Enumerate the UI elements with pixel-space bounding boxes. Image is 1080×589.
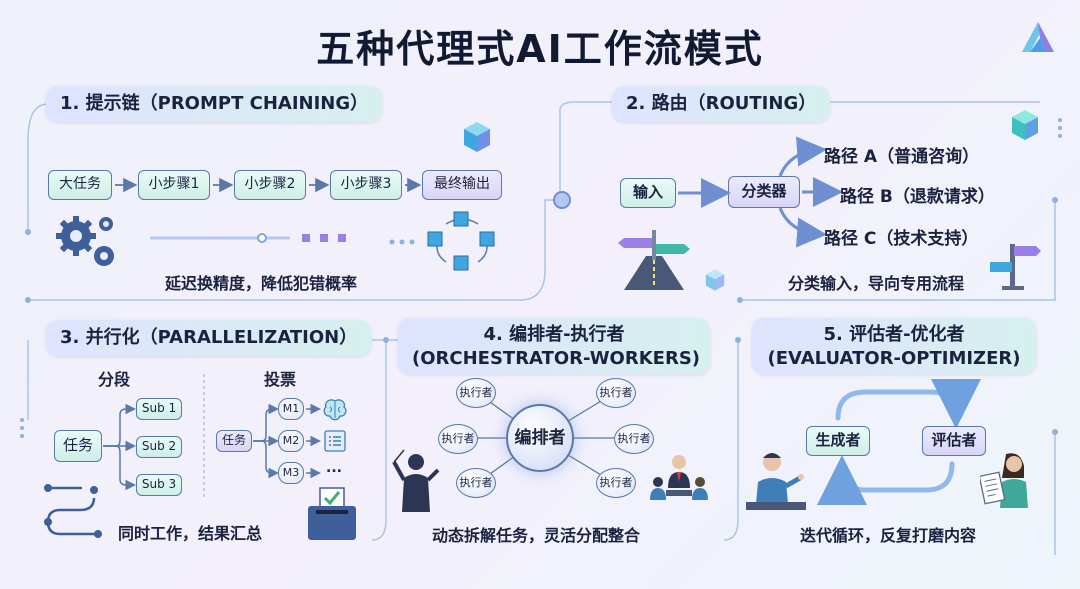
- signpost-icon: [990, 244, 1041, 290]
- chain-step-5: 最终输出: [422, 170, 502, 200]
- chain-step-4: 小步骤3: [330, 170, 402, 200]
- vote-task-box: 任务: [216, 430, 252, 452]
- vote-label: 投票: [264, 370, 297, 389]
- model-m2: M2: [278, 430, 304, 452]
- chain-step-1: 大任务: [48, 170, 112, 200]
- routing-input-box: 输入: [620, 178, 676, 208]
- section-title-routing: 2. 路由（ROUTING）: [612, 86, 831, 122]
- worker-node: 执行者: [596, 468, 636, 498]
- gem-cube-icon: [705, 269, 725, 291]
- writer-person-icon: [746, 453, 806, 510]
- route-b-label: 路径 B（退款请求）: [840, 187, 995, 207]
- gem-cube-icon: [1012, 110, 1038, 140]
- route-c-label: 路径 C（技术支持）: [824, 229, 979, 249]
- worker-node: 执行者: [438, 424, 478, 454]
- caption-orchestrator: 动态拆解任务，灵活分配整合: [432, 526, 641, 545]
- chain-step-3: 小步骤2: [234, 170, 306, 200]
- conductor-icon: [392, 449, 440, 512]
- more-models-ellipsis: ...: [326, 460, 342, 476]
- page-title: 五种代理式AI工作流模式: [316, 27, 764, 71]
- cycle-cubes-icon: [427, 211, 495, 271]
- section-title-orchestrator-line2: (ORCHESTRATOR-WORKERS): [412, 348, 701, 369]
- routing-classifier-box: 分类器: [728, 176, 800, 208]
- caption-parallelization: 同时工作，结果汇总: [118, 524, 263, 543]
- section-title-evaluator: 5. 评估者-优化者 (EVALUATOR-OPTIMIZER): [752, 318, 1036, 374]
- section-title-parallelization: 3. 并行化（PARALLELIZATION）: [46, 320, 372, 356]
- route-a-label: 路径 A（普通咨询）: [824, 147, 980, 167]
- model-m1: M1: [278, 398, 304, 420]
- checklist-icon: [324, 430, 346, 452]
- worker-node: 执行者: [614, 424, 654, 454]
- parallel-task-box: 任务: [54, 430, 102, 462]
- section-title-orchestrator-line1: 4. 编排者-执行者: [483, 324, 625, 345]
- gears-icon: [56, 216, 114, 266]
- caption-evaluator: 迭代循环，反复打磨内容: [800, 526, 977, 545]
- sub-task-2: Sub 2: [136, 436, 182, 458]
- worker-node: 执行者: [456, 378, 496, 408]
- gem-cube-icon: [464, 122, 490, 152]
- segment-label: 分段: [98, 370, 131, 389]
- brain-icon: [323, 399, 347, 421]
- flow-path-icon: [44, 484, 102, 538]
- ballot-box-icon: [308, 487, 356, 540]
- brand-logo-icon: [1022, 22, 1054, 52]
- section-title-orchestrator: 4. 编排者-执行者 (ORCHESTRATOR-WORKERS): [398, 318, 710, 374]
- chain-step-2: 小步骤1: [138, 170, 210, 200]
- reviewer-person-icon: [980, 453, 1028, 508]
- worker-node: 执行者: [456, 468, 496, 498]
- crossroads-sign-icon: [618, 230, 690, 290]
- team-meeting-icon: [650, 455, 708, 500]
- sub-task-3: Sub 3: [136, 474, 182, 496]
- caption-routing: 分类输入，导向专用流程: [788, 274, 965, 293]
- sub-task-1: Sub 1: [136, 398, 182, 420]
- caption-prompt-chaining: 延迟换精度，降低犯错概率: [165, 274, 358, 293]
- generator-box: 生成者: [806, 426, 870, 456]
- orchestrator-hub: 编排者: [506, 404, 574, 472]
- section-title-evaluator-line2: (EVALUATOR-OPTIMIZER): [767, 348, 1021, 369]
- worker-node: 执行者: [596, 378, 636, 408]
- evaluator-box: 评估者: [922, 426, 986, 456]
- model-m3: M3: [278, 462, 304, 484]
- section-title-prompt-chaining: 1. 提示链（PROMPT CHAINING）: [46, 86, 383, 122]
- section-title-evaluator-line1: 5. 评估者-优化者: [823, 324, 965, 345]
